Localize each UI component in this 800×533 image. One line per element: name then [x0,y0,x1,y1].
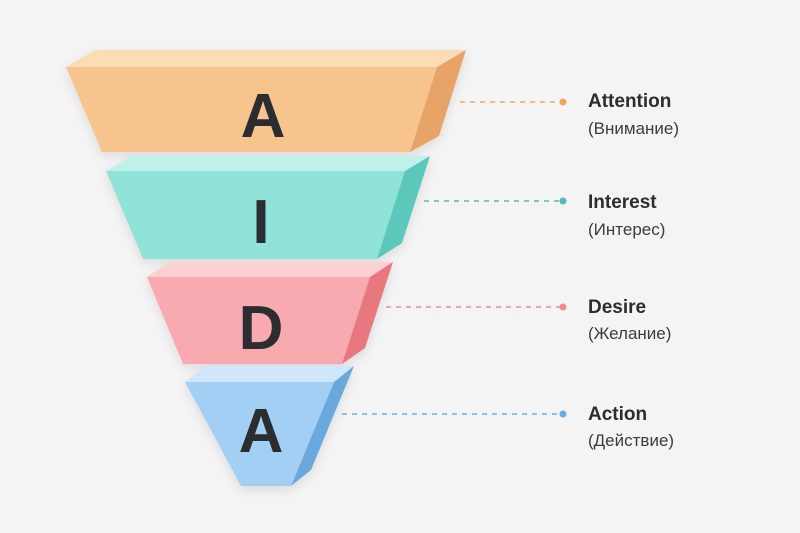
stage-front-face [185,382,334,486]
stage-side-face [342,262,393,364]
connector-attention [460,98,567,106]
label-subtitle-interest: (Интерес) [588,220,665,239]
connector-desire [386,303,567,311]
stage-letter-attention: A [241,82,286,151]
label-title-desire: Desire [588,297,646,318]
connector-action [342,410,567,418]
label-subtitle-attention: (Внимание) [588,119,679,138]
stage-top-face [147,262,393,277]
stage-letter-interest: I [252,188,269,257]
stage-letter-action: A [239,397,284,466]
label-subtitle-action: (Действие) [588,431,674,450]
stage-front-face [147,277,370,364]
stage-front-face [106,171,405,259]
label-title-action: Action [588,404,647,425]
funnel-stage-interest [106,156,430,259]
stage-side-face [410,50,466,152]
stage-side-face [377,156,430,259]
stage-side-face [291,366,354,486]
funnel-stage-attention [66,50,466,152]
stage-top-face [106,156,430,171]
label-title-interest: Interest [588,192,657,213]
label-subtitle-desire: (Желание) [588,324,671,343]
label-title-attention: Attention [588,91,671,112]
connector-interest [424,197,567,205]
stage-letter-desire: D [239,294,284,363]
funnel-stage-desire [147,262,393,364]
stage-front-face [66,67,437,152]
stage-top-face [66,50,466,67]
funnel-stage-action [185,366,354,486]
stage-top-face [185,366,354,382]
